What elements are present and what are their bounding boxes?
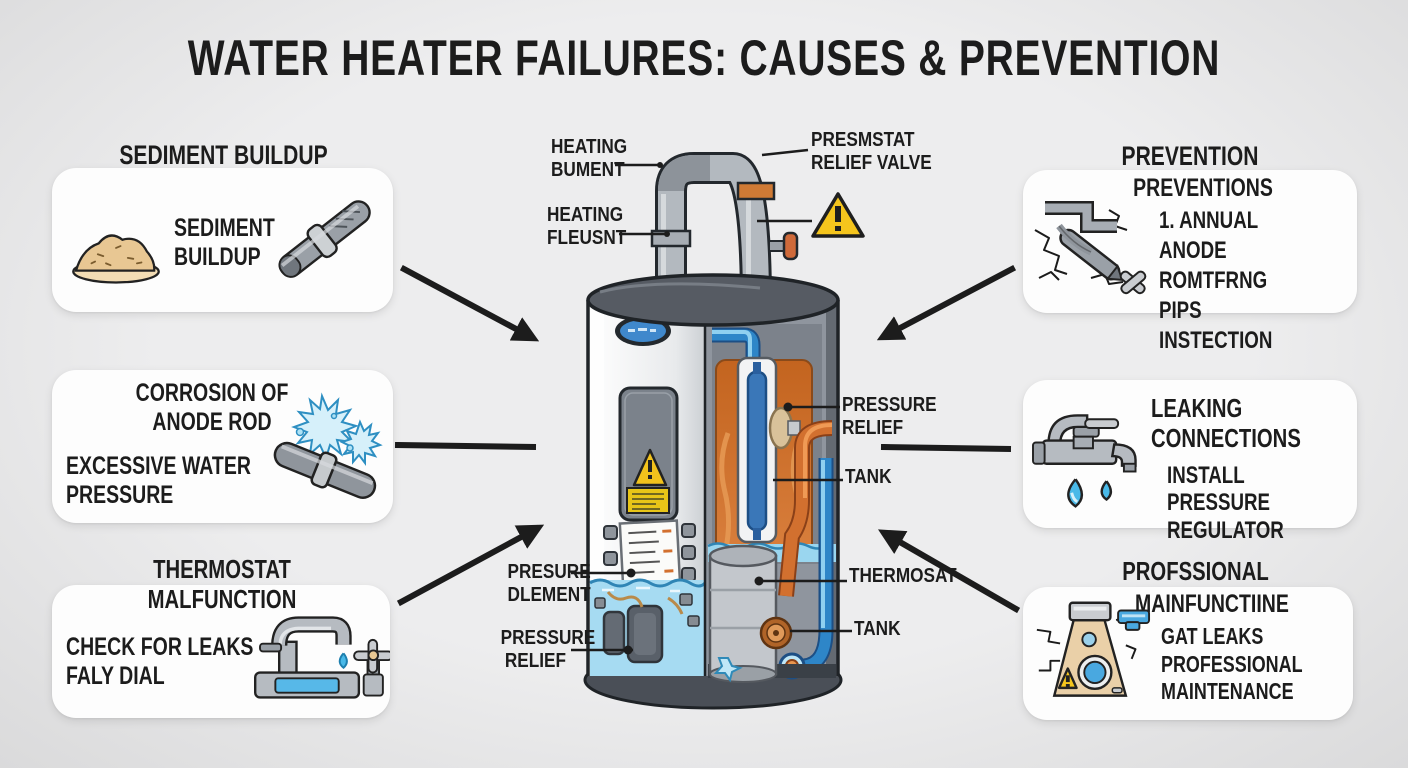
page-title: WATER HEATER FAILURES: CAUSES & PREVENTI…	[187, 30, 1221, 86]
card-corrosion-text: EXCESSIVE WATER PRESSURE	[66, 452, 251, 509]
burst-pipe-icon	[273, 392, 383, 499]
label-heating-fleusnt: HEATING FLEUSNT	[547, 204, 627, 249]
card-sediment-label: SEDIMENT BUILDUP	[174, 214, 275, 271]
card-professional-subheading: MAINFUNCTIINE	[1135, 590, 1289, 618]
card-prevention-text: 1. ANNUAL ANODE ROMTFRNG PIPS INSTECTION	[1159, 207, 1273, 354]
heading-sediment-buildup: SEDIMENT BUILDUP	[119, 140, 328, 170]
anode-rod-icon	[278, 200, 371, 278]
arrow-leaking	[880, 443, 1012, 453]
card-leaking-title: LEAKING CONNECTIONS	[1151, 393, 1301, 453]
card-prevention-subheading: PREVENTIONS	[1133, 174, 1273, 202]
warning-triangle-icon	[811, 192, 865, 238]
card-thermostat-text: CHECK FOR LEAKS FALY DIAL	[66, 633, 254, 690]
card-leaking: LEAKING CONNECTIONS INSTALL PRESSURE REG…	[1023, 380, 1357, 544]
leaking-faucet-icon	[1032, 414, 1137, 508]
maintenance-flask-icon	[1036, 601, 1151, 697]
arrow-prevention	[876, 264, 1017, 341]
card-thermostat: CHECK FOR LEAKS FALY DIAL	[52, 585, 390, 718]
heading-professional: PROFSSIONAL	[1122, 556, 1269, 586]
label-pressure-relief-left: PRESSURE RELIEF	[500, 627, 596, 672]
label-presmstat-relief-valve: PRESMSTAT RELIEF VALVE	[811, 129, 932, 174]
heading-thermostat-malfunction: THERMOSTAT MALFUNCTION	[147, 554, 297, 614]
label-tank-lower: TANK	[854, 618, 901, 640]
label-heating-element: HEATING BUMENT	[551, 136, 628, 181]
card-leaking-text: INSTALL PRESSURE REGULATOR	[1167, 462, 1284, 544]
card-sediment-buildup: SEDIMENT BUILDUP	[52, 168, 393, 312]
card-corrosion: CORROSION OF ANODE ROD EXCESSIVE WATER P…	[52, 370, 393, 523]
card-prevention: PREVENTIONS 1. ANNUAL ANODE ROMTFRNG PIP…	[1023, 170, 1357, 354]
sediment-pile-icon	[72, 234, 160, 284]
heading-prevention: PREVENTION	[1121, 141, 1259, 171]
arrow-corrosion	[394, 441, 537, 451]
dripping-faucet-icon	[254, 616, 390, 699]
label-tank-right: TANK	[845, 466, 892, 488]
card-corrosion-title: CORROSION OF ANODE ROD	[135, 379, 289, 436]
label-presure-dlement: PRESURE DLEMENT	[507, 561, 591, 606]
card-professional-text: GAT LEAKS PROFESSIONAL MAINTENANCE	[1161, 623, 1303, 705]
cracked-pipe-icon	[1034, 201, 1147, 295]
label-pressure-relief-right: PRESSURE RELIEF	[842, 394, 937, 439]
card-professional: MAINFUNCTIINE GAT LEAKS PROFESSI	[1023, 587, 1353, 720]
tank-exterior	[588, 300, 707, 676]
label-thermosat: THERMOSAT	[849, 565, 957, 587]
arrow-sediment	[399, 264, 540, 342]
